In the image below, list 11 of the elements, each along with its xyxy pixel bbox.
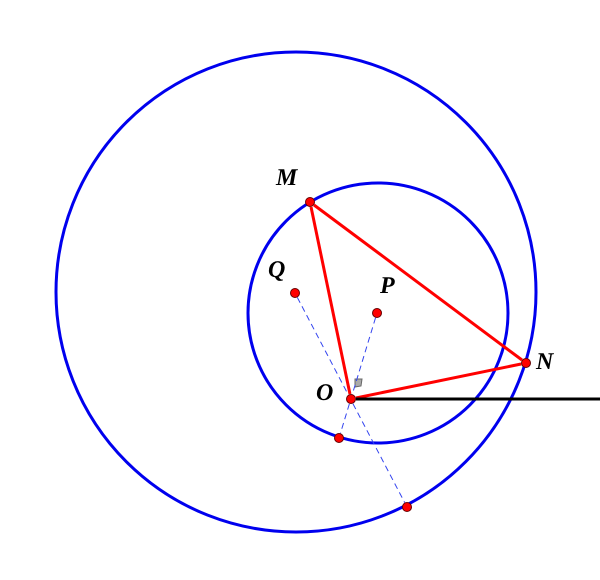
line-segment bbox=[356, 398, 600, 400]
point-label: Q bbox=[268, 258, 286, 282]
point-label: P bbox=[380, 274, 395, 298]
line-segment bbox=[313, 204, 523, 362]
line-segment bbox=[356, 362, 522, 400]
point-label: N bbox=[536, 350, 554, 374]
point-label: O bbox=[316, 381, 334, 405]
dashed-line bbox=[340, 317, 376, 434]
dashed-line bbox=[296, 296, 406, 504]
point-label: M bbox=[276, 166, 298, 190]
line-segment bbox=[310, 206, 352, 394]
